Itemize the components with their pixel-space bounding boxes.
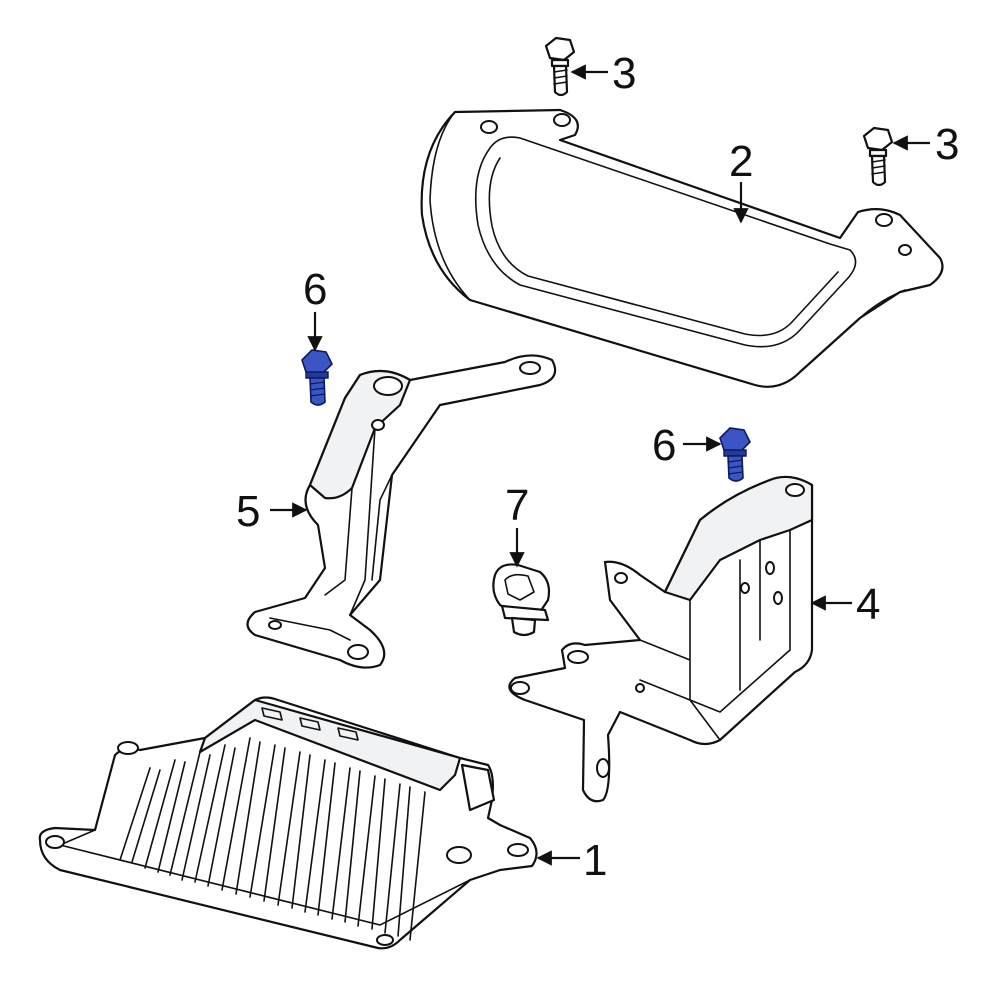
callout-1: 1 xyxy=(583,836,607,885)
callout-2: 2 xyxy=(729,137,753,186)
control-module-part-1[interactable] xyxy=(38,696,538,950)
callout-3-top: 3 xyxy=(612,49,636,98)
callout-6-left: 6 xyxy=(303,265,327,314)
callout-3-right: 3 xyxy=(935,120,959,169)
bracket-part-4[interactable] xyxy=(508,475,814,803)
callout-4: 4 xyxy=(856,580,880,629)
bolt-part-6-left[interactable] xyxy=(301,349,333,406)
callout-5: 5 xyxy=(236,487,260,536)
clip-part-7[interactable] xyxy=(492,563,551,637)
callout-6-right: 6 xyxy=(652,421,676,470)
bolt-part-6-right[interactable] xyxy=(719,427,751,482)
bracket-part-5[interactable] xyxy=(246,354,557,669)
cover-part-2[interactable] xyxy=(420,108,944,388)
bolt-part-3-top[interactable] xyxy=(544,36,576,97)
bolt-part-3-right[interactable] xyxy=(862,126,894,187)
callout-7: 7 xyxy=(505,481,529,530)
